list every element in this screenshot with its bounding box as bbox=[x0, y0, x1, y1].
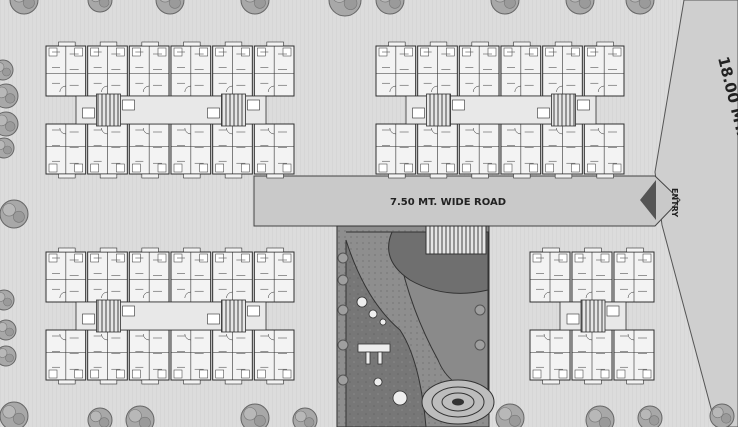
tree-icon bbox=[240, 0, 270, 15]
tree-icon bbox=[0, 59, 14, 81]
play-equipment bbox=[356, 296, 408, 406]
garden-trees bbox=[337, 252, 486, 386]
tree-icon bbox=[292, 407, 318, 427]
tree-icon bbox=[375, 0, 405, 15]
tree-icon bbox=[585, 405, 615, 427]
tree-icon bbox=[625, 0, 655, 15]
entry-arrow bbox=[640, 180, 656, 220]
tree-icon bbox=[240, 403, 270, 427]
internal-road-label: 7.50 MT. WIDE ROAD bbox=[390, 197, 506, 208]
building-block bbox=[375, 41, 625, 179]
building-blocks bbox=[45, 41, 655, 385]
tree-icon bbox=[0, 401, 29, 427]
entry-label: ENTRY bbox=[670, 188, 679, 217]
tree-icon bbox=[9, 0, 39, 15]
tree-icon bbox=[155, 0, 185, 15]
tree-icon bbox=[328, 0, 362, 17]
tree-icon bbox=[87, 407, 113, 427]
tree-icon bbox=[637, 405, 663, 427]
tree-icon bbox=[0, 345, 17, 367]
tree-icon bbox=[495, 403, 525, 427]
tree-icon bbox=[0, 137, 15, 159]
tree-icon bbox=[0, 319, 17, 341]
tree-icon bbox=[709, 403, 735, 427]
building-block bbox=[45, 247, 295, 385]
tree-icon bbox=[0, 83, 19, 109]
building-block bbox=[529, 247, 655, 385]
garden-area bbox=[336, 225, 495, 427]
building-block bbox=[45, 41, 295, 179]
tree-icon bbox=[125, 405, 155, 427]
garden-steps bbox=[425, 225, 487, 255]
tree-icon bbox=[0, 199, 29, 229]
tree-icon bbox=[565, 0, 595, 15]
tree-icon bbox=[0, 289, 15, 311]
tree-icon bbox=[490, 0, 520, 15]
internal-road bbox=[253, 175, 681, 227]
tree-icon bbox=[0, 111, 19, 137]
main-road bbox=[654, 0, 738, 427]
tree-icon bbox=[87, 0, 113, 13]
